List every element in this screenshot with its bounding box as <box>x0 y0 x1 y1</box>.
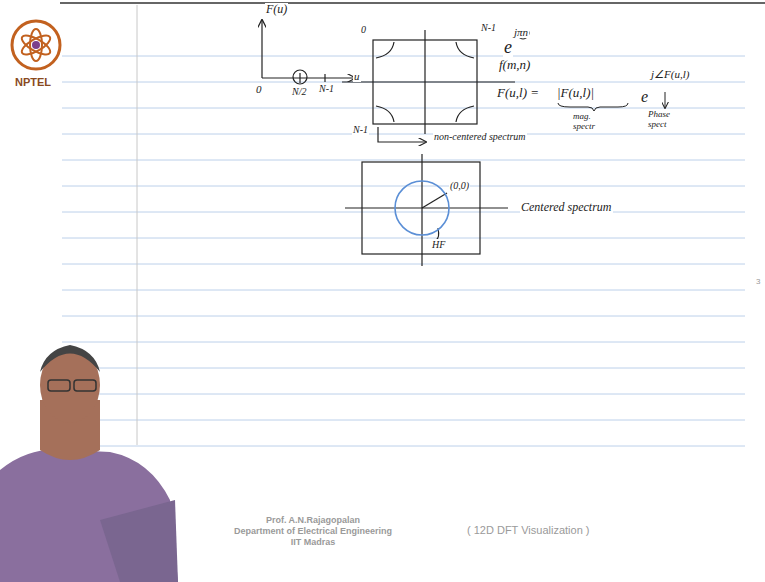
grid-index: 0 <box>360 24 367 35</box>
exponent-base: e <box>640 88 649 106</box>
equation-term: |F(u,l)| <box>556 86 595 100</box>
grid-index: N-1 <box>480 22 497 33</box>
signal-name: f(m,n) <box>498 58 531 72</box>
exponent: jπn <box>513 26 529 38</box>
axis-label: u <box>353 70 361 82</box>
axis-tick: N/2 <box>291 86 307 97</box>
annotation: HF <box>431 239 446 250</box>
axis-label: F(u) <box>265 3 288 16</box>
equation-term: F(u,l) = <box>496 86 540 100</box>
annotation: mag. spectr <box>572 112 614 132</box>
logo-text: NPTEL <box>14 76 52 88</box>
point-label: (0,0) <box>449 180 470 191</box>
page-number: 3 <box>755 278 761 287</box>
footer-title: ( 12D DFT Visualization ) <box>466 524 590 536</box>
footer-text: Prof. A.N.Rajagopalan <box>212 516 414 526</box>
annotation: Phase spect <box>647 110 687 130</box>
exponent: j∠F(u,l) <box>650 68 690 80</box>
footer-text: Department of Electrical Engineering <box>212 527 414 537</box>
annotation: non-centered spectrum <box>433 131 527 142</box>
exponent-base: e <box>503 38 513 58</box>
footer-text: IIT Madras <box>212 538 414 548</box>
axis-tick: 0 <box>255 83 263 95</box>
grid-index: N-1 <box>352 124 369 135</box>
axis-tick: N-1 <box>318 83 335 94</box>
annotation: Centered spectrum <box>520 201 613 214</box>
